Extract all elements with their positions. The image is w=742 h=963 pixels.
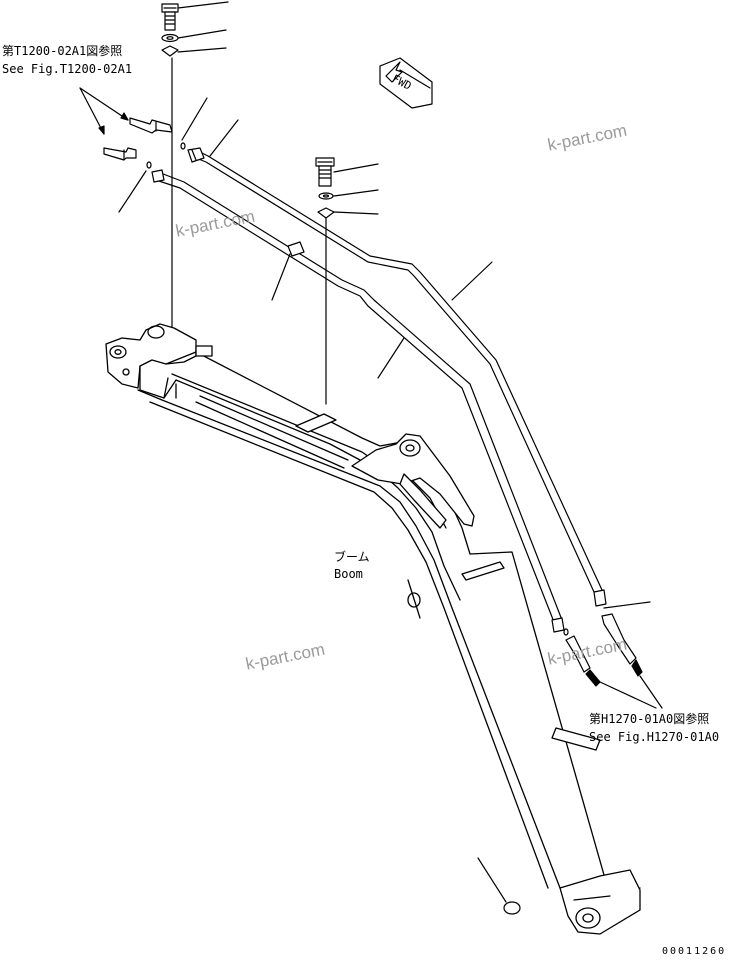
fittings-bottom-right [563, 601, 663, 709]
fittings-top-left [79, 87, 208, 213]
fwd-direction-marker [379, 57, 433, 109]
hydraulic-tube-upper [187, 119, 607, 607]
tube-clamp [271, 241, 305, 301]
figure-number: 00011260 [662, 946, 727, 957]
boom-label-ja: ブーム [334, 550, 370, 564]
reference-en-bottom-right: See Fig.H1270-01A0 [589, 730, 720, 744]
boom-label-en: Boom [334, 567, 363, 581]
bolt-stack-top-left [161, 1, 229, 331]
reference-ja-bottom-right: 第H1270-01A0図参照 [589, 712, 710, 726]
hydraulic-tube-lower [151, 169, 565, 633]
boom-structure [105, 323, 641, 935]
boom-label-leader [370, 574, 402, 578]
bolt-stack-middle [315, 157, 379, 405]
reference-en-top-left: See Fig.T1200-02A1 [2, 62, 133, 76]
reference-ja-top-left: 第T1200-02A1図参照 [2, 44, 123, 58]
plug-bottom [477, 857, 521, 915]
